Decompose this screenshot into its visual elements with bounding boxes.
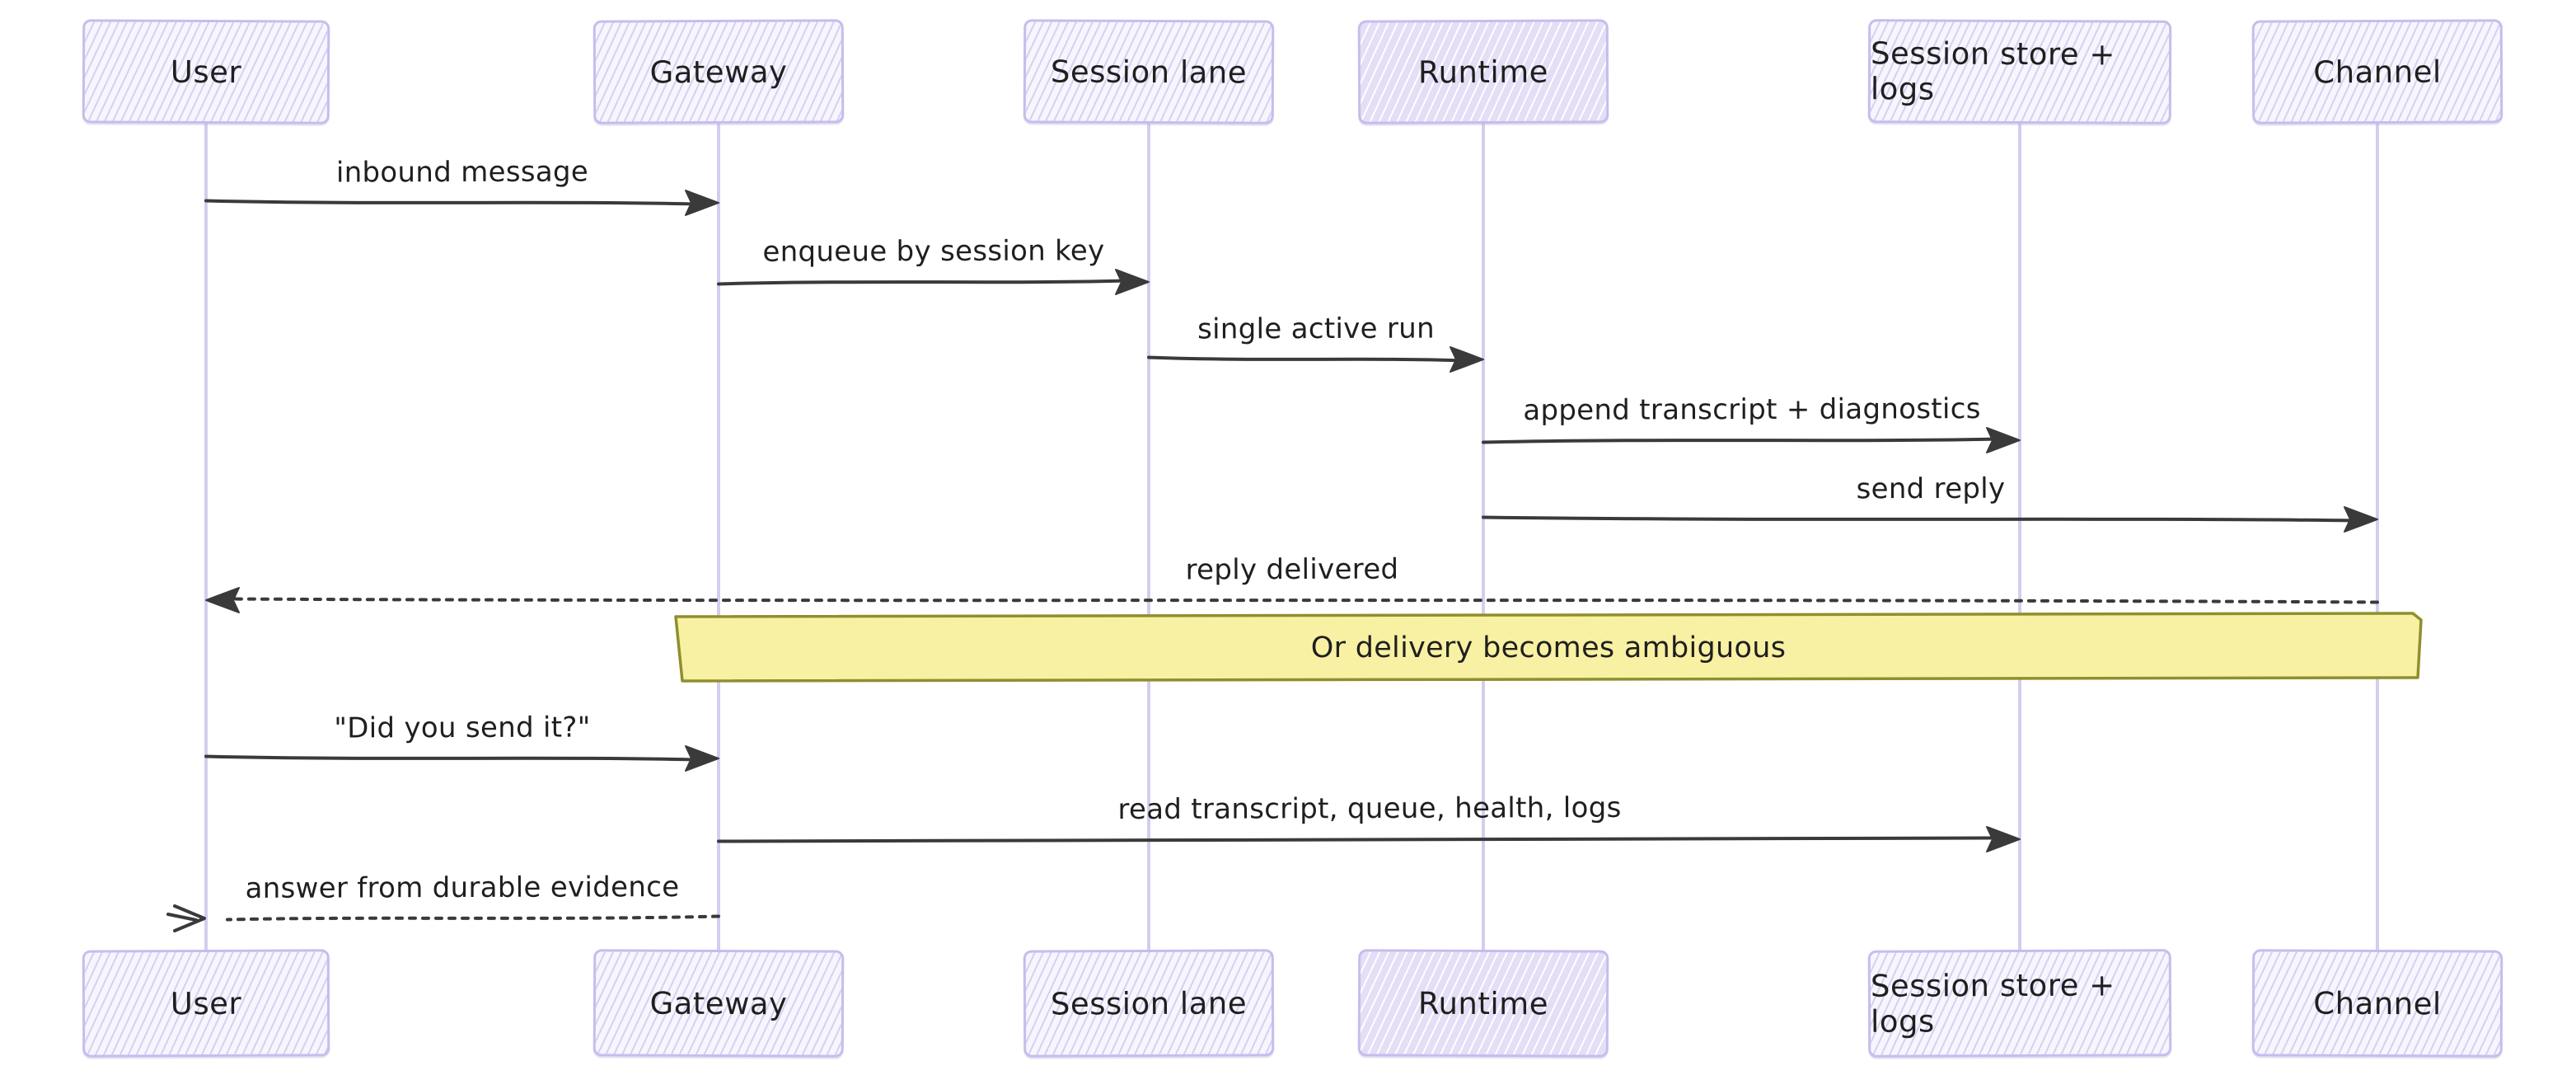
actor-label: Channel bbox=[2313, 54, 2442, 90]
message-label-9: answer from durable evidence bbox=[245, 871, 680, 905]
actor-box-user-bottom: User bbox=[82, 949, 330, 1058]
actor-box-runtime-top: Runtime bbox=[1357, 19, 1609, 124]
actor-label: Session store + logs bbox=[1870, 35, 2115, 107]
message-label-2: enqueue by session key bbox=[762, 234, 1105, 269]
actor-box-user-top: User bbox=[82, 19, 330, 124]
actor-box-session_lane-top: Session lane bbox=[1023, 19, 1275, 124]
message-arrow-1 bbox=[204, 190, 719, 216]
message-arrow-7 bbox=[204, 745, 719, 772]
actor-label: Runtime bbox=[1417, 985, 1549, 1021]
message-arrow-5 bbox=[1482, 506, 2378, 533]
actor-label: Gateway bbox=[649, 54, 788, 90]
message-arrow-8 bbox=[717, 826, 2021, 852]
actor-label: Session lane bbox=[1050, 53, 1248, 91]
actor-label: Channel bbox=[2313, 985, 2442, 1021]
message-label-7: "Did you send it?" bbox=[334, 711, 591, 745]
message-arrow-9 bbox=[166, 904, 720, 932]
message-arrow-2 bbox=[717, 269, 1150, 295]
note-label: Or delivery becomes ambiguous bbox=[1310, 631, 1787, 664]
actor-box-session_store-bottom: Session store + logs bbox=[1867, 949, 2172, 1058]
actor-label: Runtime bbox=[1417, 54, 1549, 90]
message-label-6: reply delivered bbox=[1185, 552, 1398, 587]
message-label-3: single active run bbox=[1197, 312, 1435, 346]
lifeline-session_store bbox=[2017, 123, 2022, 951]
message-arrow-6 bbox=[205, 587, 2379, 613]
lifeline-session_lane bbox=[1146, 123, 1151, 951]
actor-box-runtime-bottom: Runtime bbox=[1357, 949, 1609, 1058]
lifeline-runtime bbox=[1481, 123, 1486, 951]
actor-label: Gateway bbox=[649, 985, 788, 1021]
message-label-1: inbound message bbox=[335, 155, 589, 190]
message-label-4: append transcript + diagnostics bbox=[1522, 392, 1981, 427]
actor-box-channel-bottom: Channel bbox=[2251, 949, 2503, 1058]
actor-box-gateway-top: Gateway bbox=[592, 19, 845, 124]
actor-box-channel-top: Channel bbox=[2251, 19, 2503, 124]
note-over-band bbox=[674, 612, 2423, 683]
actor-box-session_lane-bottom: Session lane bbox=[1023, 949, 1275, 1058]
actor-label: Session lane bbox=[1050, 984, 1248, 1022]
lifeline-gateway bbox=[716, 123, 721, 951]
message-label-8: read transcript, queue, health, logs bbox=[1117, 791, 1622, 827]
message-label-5: send reply bbox=[1855, 472, 2006, 506]
actor-label: Session store + logs bbox=[1870, 967, 2115, 1040]
lifeline-user bbox=[204, 123, 208, 951]
actor-box-session_store-top: Session store + logs bbox=[1867, 19, 2172, 124]
actor-box-gateway-bottom: Gateway bbox=[592, 949, 845, 1058]
actor-label: User bbox=[170, 54, 242, 90]
message-arrow-4 bbox=[1482, 427, 2021, 453]
actor-label: User bbox=[170, 985, 242, 1021]
message-arrow-3 bbox=[1147, 346, 1484, 373]
